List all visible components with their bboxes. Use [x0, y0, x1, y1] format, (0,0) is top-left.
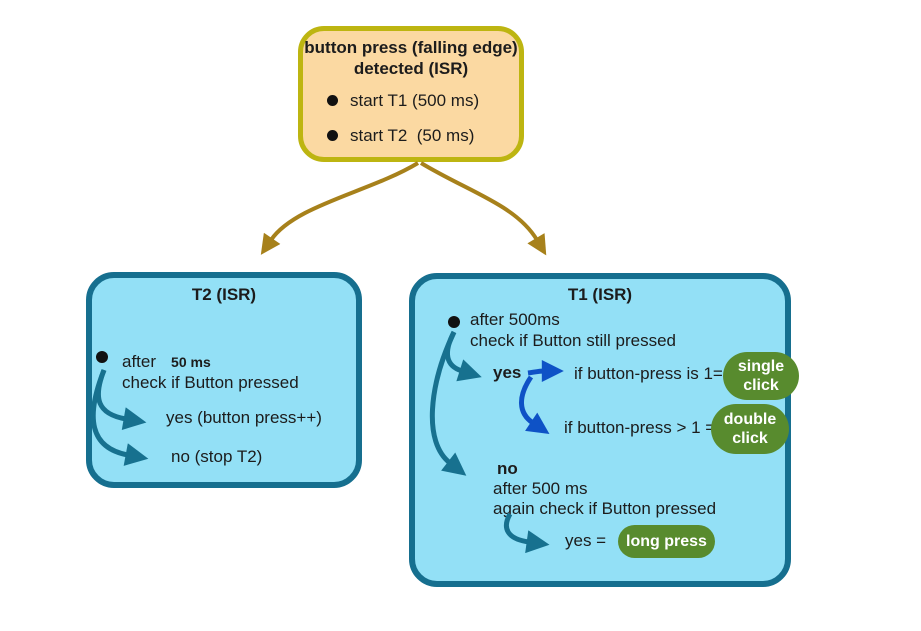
t2-yes-line: yes (button press++) [166, 408, 322, 427]
t2-after-word: after [122, 352, 157, 371]
t1-check-line: check if Button still pressed [470, 331, 676, 350]
t2-after-value: 50 ms [171, 354, 211, 370]
single-click-badge: single click [723, 352, 799, 400]
double-click-badge-line1: double [723, 411, 777, 428]
arrow-single-click [527, 360, 564, 383]
bullet-dot-icon [327, 95, 338, 106]
t1-no-after-line: after 500 ms [493, 479, 588, 498]
start-bullet-1: start T1 (500 ms) [327, 90, 479, 111]
t1-after-line: after 500ms [470, 310, 560, 329]
t1-no-label: no [497, 459, 518, 478]
bullet-dot-icon [96, 351, 108, 363]
t1-title: T1 (ISR) [567, 285, 633, 304]
start-bullet-2-text: start T2 (50 ms) [350, 126, 475, 145]
start-title-line1: button press (falling edge) [304, 38, 518, 57]
t2-after-label: after 50 ms [122, 351, 211, 373]
single-click-badge-line2: click [743, 377, 779, 394]
arrow-t2-no [90, 369, 149, 466]
bullet-dot-icon [327, 130, 338, 141]
t2-check-line: check if Button pressed [122, 373, 299, 392]
t1-double-condition: if button-press > 1 = [564, 418, 716, 437]
long-press-badge: long press [618, 525, 715, 558]
arrow-t1-longpress-yes [504, 512, 550, 554]
t1-long-prefix: yes = [565, 531, 607, 550]
start-bullet-2: start T2 (50 ms) [327, 125, 474, 146]
t2-no-line: no (stop T2) [171, 447, 263, 466]
single-click-badge-line1: single [737, 358, 785, 375]
double-click-badge: double click [711, 404, 789, 454]
t1-no-check-line: again check if Button pressed [493, 499, 717, 518]
double-click-badge-line2: click [732, 430, 768, 447]
start-title-line2: detected (ISR) [353, 59, 469, 78]
long-press-badge-text: long press [626, 533, 707, 550]
t2-title: T2 (ISR) [191, 285, 257, 304]
arrow-double-click [519, 375, 550, 434]
t1-yes-label: yes [493, 363, 522, 382]
start-node-title: button press (falling edge) detected (IS… [298, 37, 524, 79]
arrow-start-to-t2 [260, 161, 420, 255]
start-bullet-1-text: start T1 (500 ms) [350, 91, 480, 110]
bullet-dot-icon [448, 316, 460, 328]
arrow-t1-no [429, 330, 467, 476]
arrow-start-to-t1 [419, 161, 547, 256]
t1-single-condition: if button-press is 1= [574, 364, 723, 383]
